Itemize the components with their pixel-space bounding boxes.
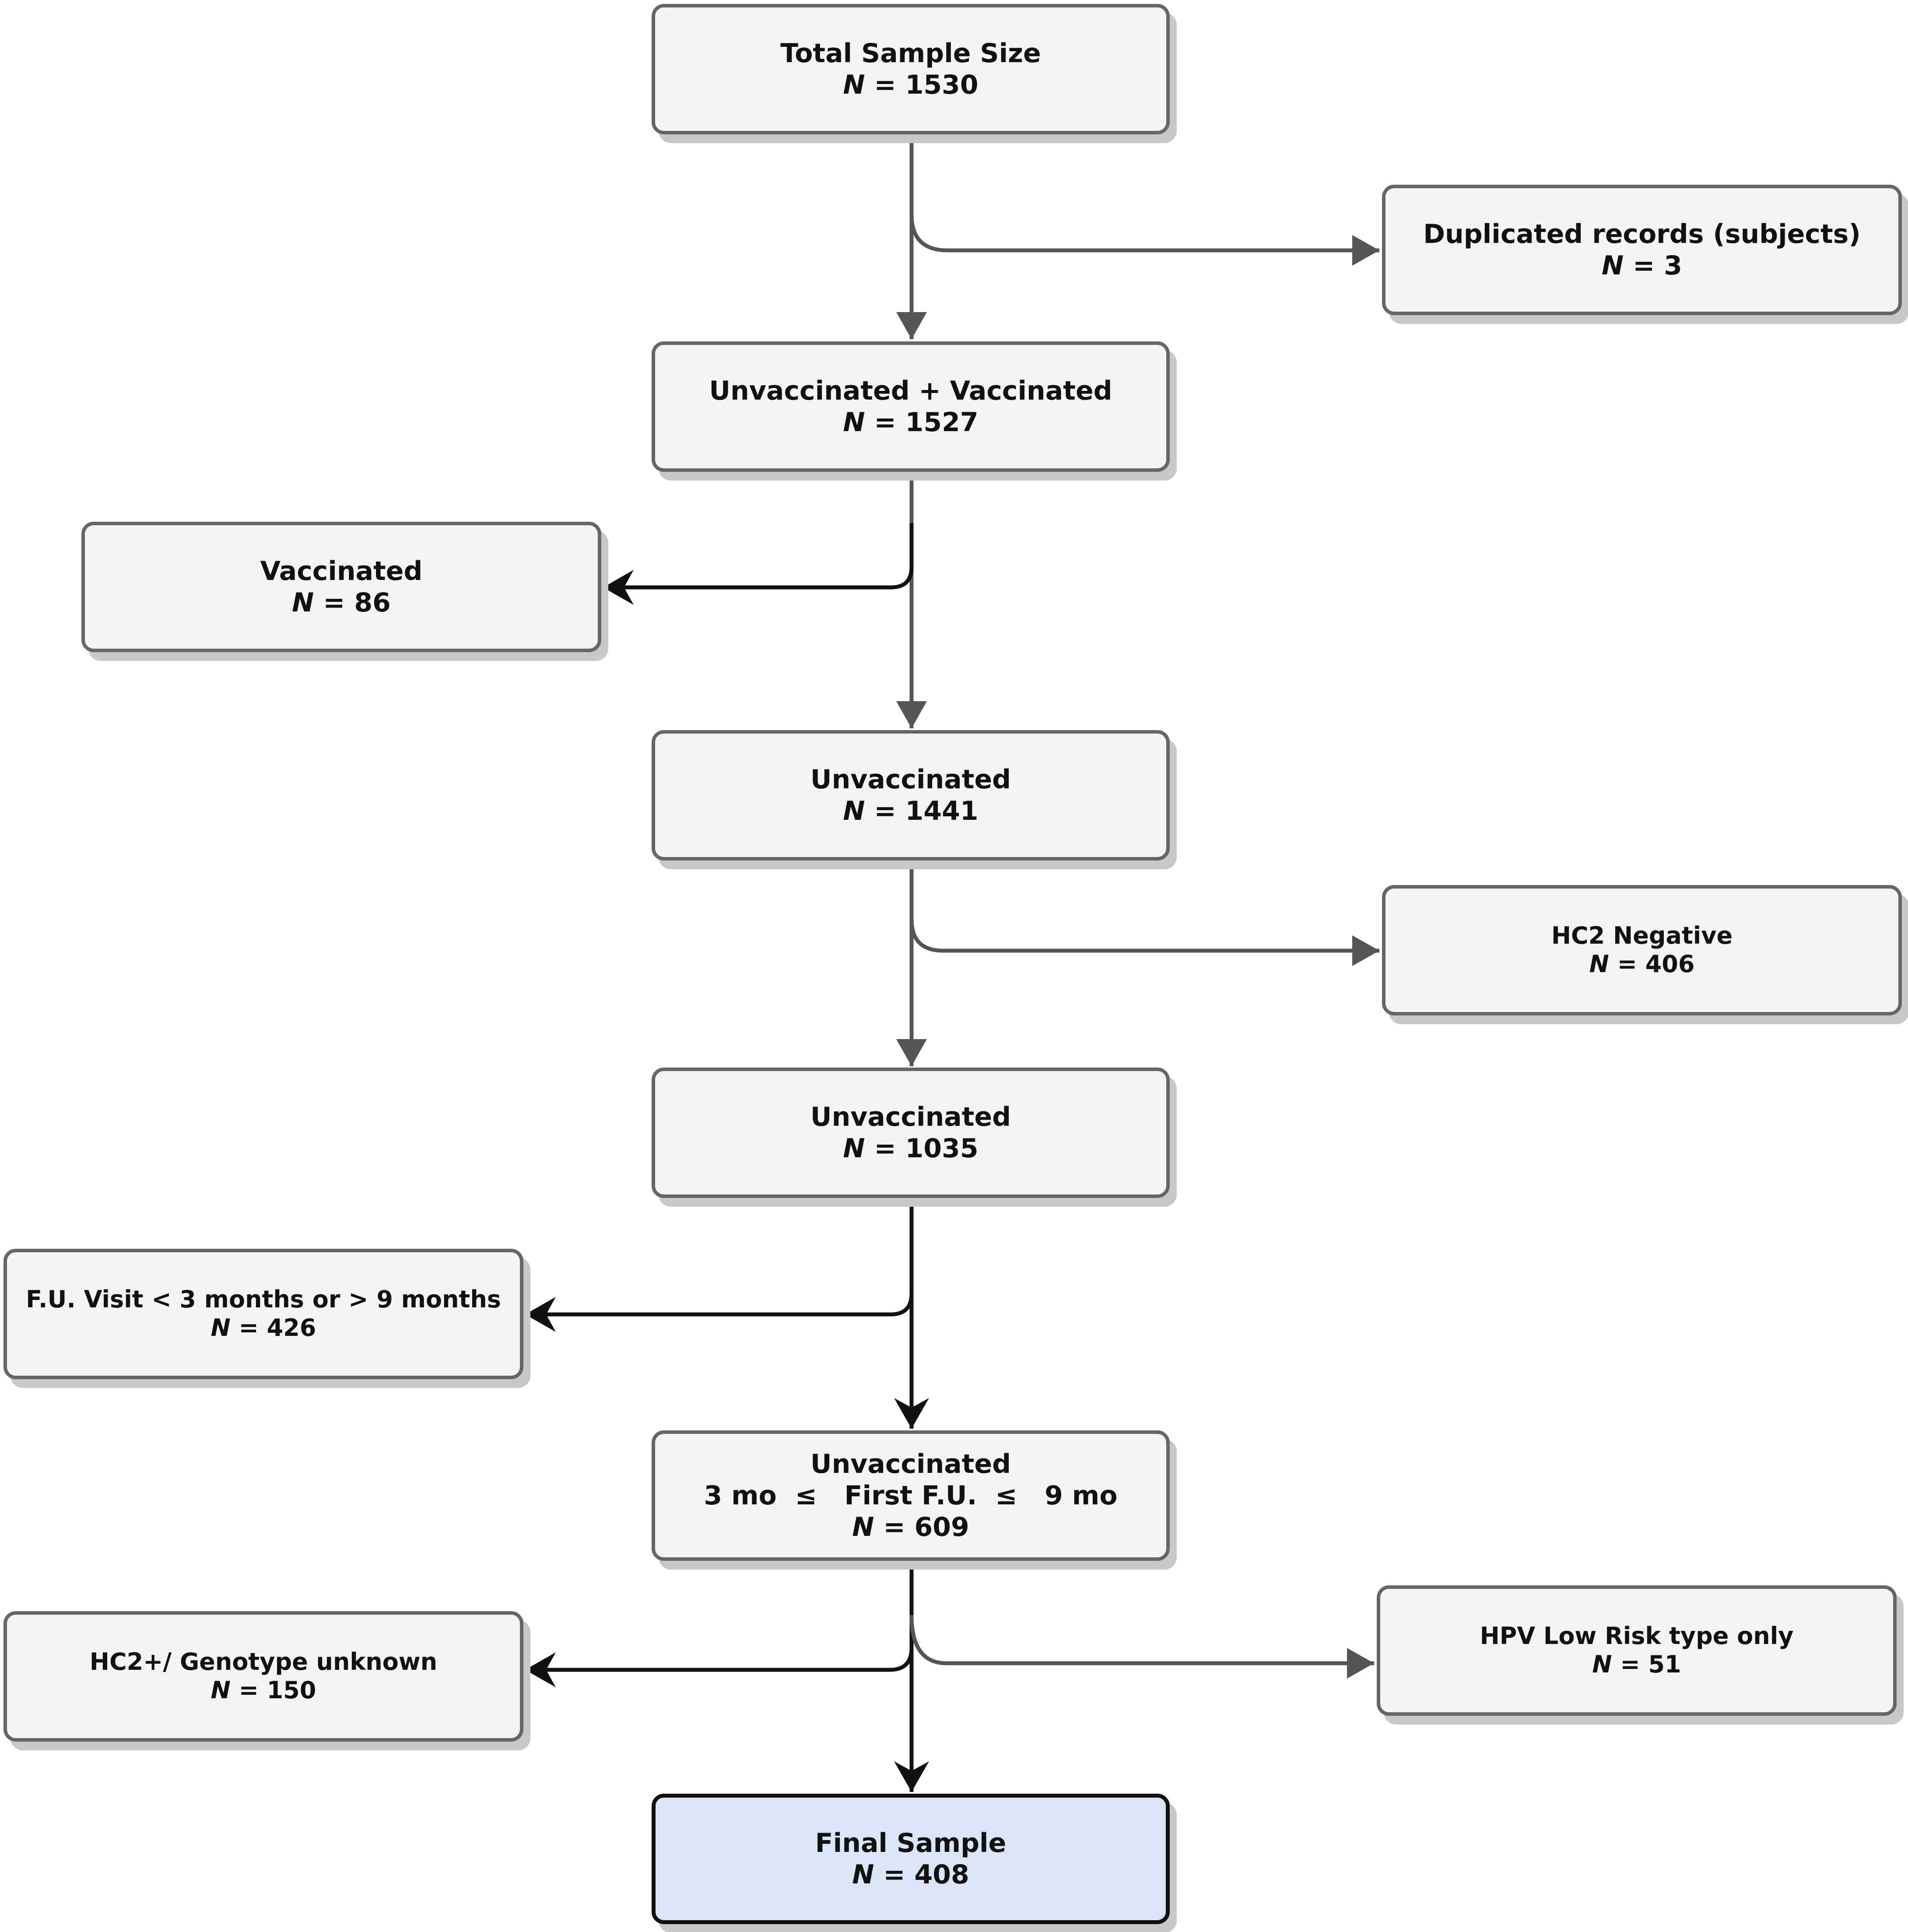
node-hc2-negative: HC2 Negative N = 406 bbox=[1382, 885, 1902, 1015]
n-label: N bbox=[292, 587, 314, 618]
n-value: = 1530 bbox=[874, 70, 979, 100]
node-title: Unvaccinated bbox=[810, 1449, 1011, 1479]
n-value: = 51 bbox=[1620, 1651, 1681, 1678]
n-label: N bbox=[843, 407, 865, 438]
n-value: = 406 bbox=[1617, 950, 1695, 978]
n-value: = 609 bbox=[883, 1512, 969, 1542]
edge-unvacc-1035-to-fu-visit bbox=[525, 1252, 914, 1332]
n-label: N bbox=[210, 1314, 231, 1342]
edge-unvacc-609-to-hpv-low-risk bbox=[909, 1615, 1374, 1679]
edge-unvacc-plus-vacc-to-vaccinated bbox=[603, 523, 914, 605]
n-label: N bbox=[843, 796, 865, 826]
node-title: Final Sample bbox=[815, 1828, 1007, 1858]
node-hpv-low-risk: HPV Low Risk type only N = 51 bbox=[1377, 1585, 1897, 1716]
node-title: F.U. Visit < 3 months or > 9 months bbox=[26, 1286, 501, 1314]
node-title: HPV Low Risk type only bbox=[1480, 1622, 1794, 1650]
node-title: Total Sample Size bbox=[780, 38, 1041, 69]
node-unvaccinated-609: Unvaccinated 3 mo ≤ First F.U. ≤ 9 mo N … bbox=[652, 1430, 1170, 1561]
n-value: = 86 bbox=[323, 587, 391, 618]
n-value: = 1035 bbox=[874, 1133, 979, 1164]
n-label: N bbox=[1592, 1651, 1612, 1678]
node-total-sample: Total Sample Size N = 1530 bbox=[652, 4, 1170, 134]
node-unvaccinated-plus-vaccinated: Unvaccinated + Vaccinated N = 1527 bbox=[652, 341, 1170, 472]
node-title: Unvaccinated + Vaccinated bbox=[709, 376, 1112, 406]
node-title: Vaccinated bbox=[260, 556, 423, 587]
n-value: = 3 bbox=[1633, 250, 1683, 281]
n-label: N bbox=[1589, 950, 1609, 978]
n-label: N bbox=[843, 70, 865, 100]
n-label: N bbox=[1601, 250, 1624, 281]
node-vaccinated: Vaccinated N = 86 bbox=[81, 522, 601, 652]
n-label: N bbox=[210, 1676, 231, 1704]
edge-unvacc-1441-to-hc2-negative bbox=[909, 919, 1379, 966]
node-duplicated-records: Duplicated records (subjects) N = 3 bbox=[1382, 185, 1902, 315]
n-label: N bbox=[843, 1133, 865, 1164]
node-subtitle: 3 mo ≤ First F.U. ≤ 9 mo bbox=[704, 1480, 1118, 1511]
n-label: N bbox=[852, 1512, 874, 1542]
node-unvaccinated-1035: Unvaccinated N = 1035 bbox=[652, 1068, 1170, 1198]
node-title: Unvaccinated bbox=[810, 764, 1011, 795]
n-value: = 408 bbox=[883, 1859, 969, 1890]
node-final-sample: Final Sample N = 408 bbox=[652, 1794, 1170, 1924]
n-value: = 426 bbox=[238, 1314, 316, 1342]
node-title: Unvaccinated bbox=[810, 1102, 1011, 1132]
edge-total-to-duplicated bbox=[909, 214, 1379, 266]
n-value: = 150 bbox=[238, 1676, 316, 1704]
n-value: = 1527 bbox=[874, 407, 979, 438]
edge-unvacc-609-to-hc2-genotype bbox=[525, 1606, 914, 1687]
node-fu-visit: F.U. Visit < 3 months or > 9 months N = … bbox=[4, 1249, 523, 1379]
n-value: = 1441 bbox=[874, 796, 979, 826]
node-hc2-genotype-unknown: HC2+/ Genotype unknown N = 150 bbox=[4, 1611, 523, 1742]
n-label: N bbox=[852, 1859, 874, 1890]
node-title: HC2+/ Genotype unknown bbox=[89, 1648, 438, 1676]
node-title: Duplicated records (subjects) bbox=[1423, 219, 1861, 249]
node-unvaccinated-1441: Unvaccinated N = 1441 bbox=[652, 730, 1170, 861]
node-title: HC2 Negative bbox=[1551, 922, 1733, 950]
